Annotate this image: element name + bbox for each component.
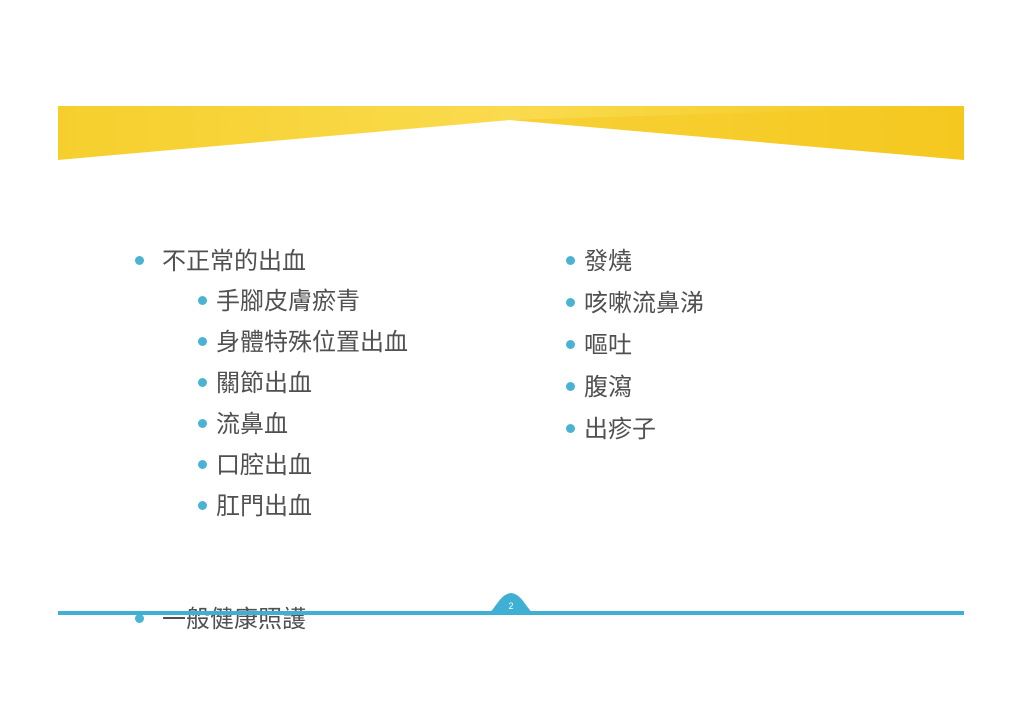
list-item: 腹瀉 xyxy=(566,372,704,402)
list-item: 身體特殊位置出血 xyxy=(196,327,408,357)
bullet-dot-icon xyxy=(198,501,207,510)
list-item-label: 關節出血 xyxy=(216,369,312,397)
list-item-label: 手腳皮膚瘀青 xyxy=(216,287,360,315)
bullet-dot-icon xyxy=(566,298,575,307)
bullet-dot-icon xyxy=(135,614,144,623)
list-item-label: 身體特殊位置出血 xyxy=(216,328,408,356)
list-item-label: 咳嗽流鼻涕 xyxy=(584,289,704,317)
list-item-label: 一般健康照護 xyxy=(162,605,306,633)
list-item-label: 口腔出血 xyxy=(216,451,312,479)
bullet-dot-icon xyxy=(566,340,575,349)
page-number: 2 xyxy=(508,601,514,611)
sub-bullet-list: 手腳皮膚瘀青 身體特殊位置出血 關節出血 流鼻血 口腔出血 xyxy=(162,286,408,521)
bullet-dot-icon xyxy=(198,296,207,305)
list-item-label: 腹瀉 xyxy=(584,373,632,401)
list-item-label: 肛門出血 xyxy=(216,492,312,520)
bullet-dot-icon xyxy=(198,419,207,428)
right-bullet-list: 發燒 咳嗽流鼻涕 嘔吐 腹瀉 出疹子 xyxy=(566,246,704,456)
list-item-label: 出疹子 xyxy=(584,415,656,443)
list-item: 口腔出血 xyxy=(196,450,408,480)
list-item: 出疹子 xyxy=(566,414,704,444)
bullet-dot-icon xyxy=(566,424,575,433)
list-item: 肛門出血 xyxy=(196,491,408,521)
list-item: 關節出血 xyxy=(196,368,408,398)
list-item: 咳嗽流鼻涕 xyxy=(566,288,704,318)
list-item: 流鼻血 xyxy=(196,409,408,439)
bullet-dot-icon xyxy=(566,382,575,391)
list-item-general-health-care: 一般健康照護 xyxy=(134,604,306,634)
list-item-abnormal-bleeding: 不正常的出血 手腳皮膚瘀青 身體特殊位置出血 關節出血 流鼻血 xyxy=(134,246,408,521)
bullet-dot-icon xyxy=(198,378,207,387)
bullet-dot-icon xyxy=(135,256,144,265)
bullet-dot-icon xyxy=(198,337,207,346)
list-item-label: 不正常的出血 xyxy=(162,247,306,275)
list-item: 發燒 xyxy=(566,246,704,276)
list-item-label: 流鼻血 xyxy=(216,410,288,438)
list-item-label: 發燒 xyxy=(584,247,632,275)
bullet-dot-icon xyxy=(566,256,575,265)
list-item: 手腳皮膚瘀青 xyxy=(196,286,408,316)
page-number-tab xyxy=(484,593,538,615)
list-item: 嘔吐 xyxy=(566,330,704,360)
left-bullet-list: 不正常的出血 手腳皮膚瘀青 身體特殊位置出血 關節出血 流鼻血 xyxy=(134,246,408,532)
header-banner xyxy=(58,106,964,160)
bullet-dot-icon xyxy=(198,460,207,469)
list-item-label: 嘔吐 xyxy=(584,331,632,359)
